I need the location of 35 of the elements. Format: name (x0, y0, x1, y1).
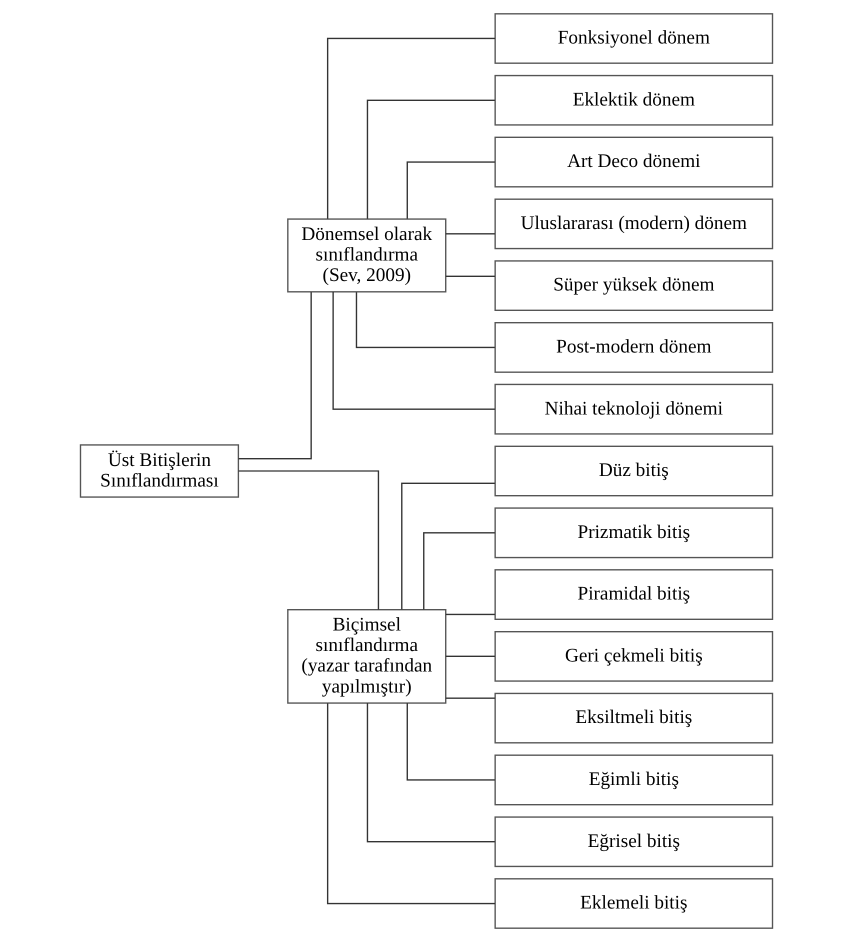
node-box: Üst Bitişlerin Sınıflandırması (80, 444, 240, 498)
node-box: Post-modern dönem (494, 322, 774, 373)
connector (446, 656, 495, 658)
connector (446, 276, 495, 278)
connector (356, 292, 495, 348)
connector (446, 614, 495, 616)
node-box: Uluslararası (modern) dönem (494, 198, 774, 250)
connector (238, 470, 380, 610)
node-box: Biçimsel sınıflandırma (yazar tarafından yapılmıştır) (287, 609, 446, 704)
node-box: Prizmatik bitiş (494, 507, 774, 558)
node-box: Art Deco dönemi (494, 136, 774, 188)
connector (406, 161, 495, 219)
connector (446, 698, 495, 699)
node-box: Geri çekmeli bitiş (494, 630, 774, 682)
connector (446, 233, 495, 234)
node-box: Fonksiyonel dönem (494, 13, 774, 64)
node-box: Eklemeli bitiş (494, 878, 774, 929)
node-box: Eksiltmeli bitiş (494, 692, 774, 744)
node-box: Nihai teknoloji dönemi (494, 384, 774, 435)
node-box: Piramidal bitiş (494, 569, 774, 620)
node-box: Dönemsel olarak sınıflandırma (Sev, 2009) (287, 218, 446, 292)
connector (332, 292, 495, 410)
node-box: Süper yüksek dönem (494, 260, 774, 312)
node-box: Eklektik dönem (494, 74, 774, 126)
node-box: Eğrisel bitiş (494, 816, 774, 868)
connector (366, 703, 495, 842)
connector (326, 703, 496, 904)
connector (401, 482, 495, 610)
connector (326, 38, 496, 219)
node-box: Eğimli bitiş (494, 754, 774, 806)
connector (238, 292, 312, 460)
node-box: Düz bitiş (494, 446, 774, 496)
connector (366, 100, 495, 219)
connector (406, 703, 495, 781)
connector (423, 532, 495, 610)
